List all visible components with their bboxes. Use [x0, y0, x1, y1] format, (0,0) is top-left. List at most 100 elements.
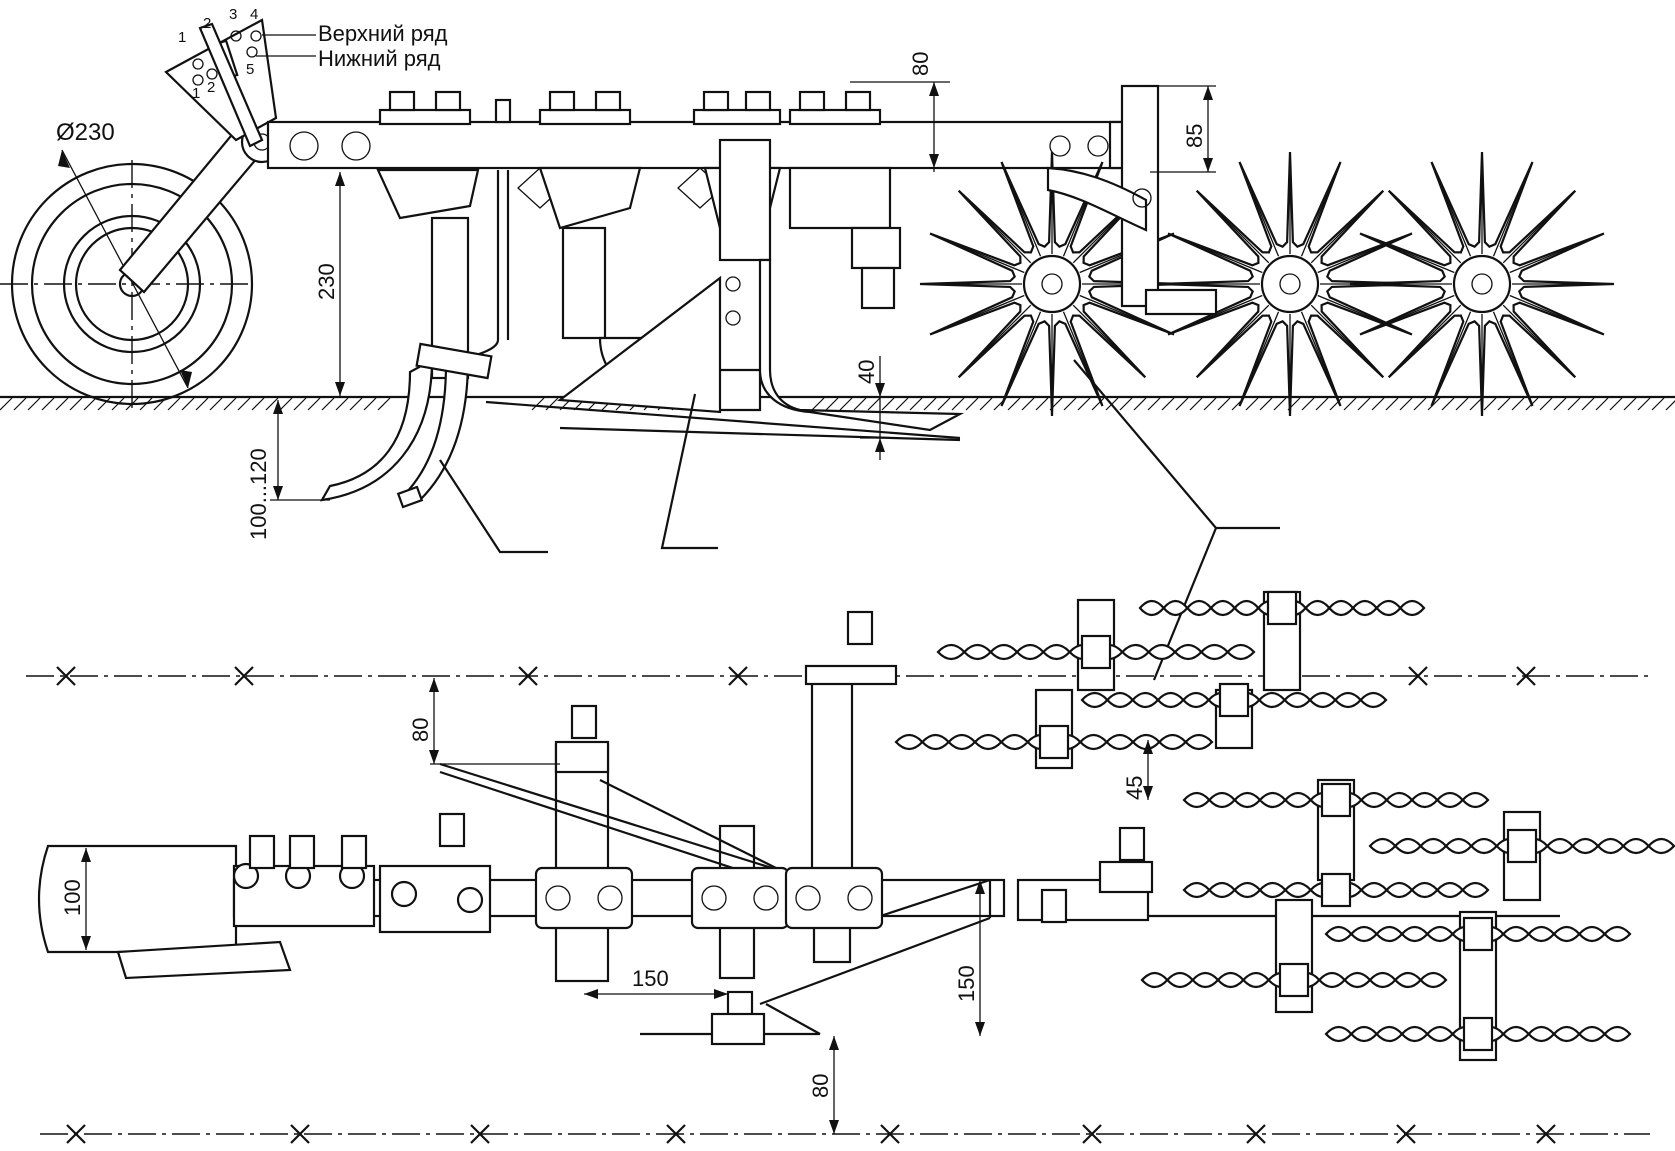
row-markers [56, 666, 1556, 1144]
row-marker [1246, 1124, 1266, 1144]
bolt [545, 885, 571, 911]
star-spoke [1410, 212, 1462, 264]
ground-hatch [1511, 397, 1525, 411]
clamp-nut [594, 90, 622, 112]
ground-hatch [1357, 397, 1371, 411]
adjustment-sector [164, 18, 278, 148]
upper-row-label: Верхний ряд [318, 21, 448, 46]
star-spoke [1300, 191, 1329, 257]
nut [570, 704, 598, 740]
ground-hatch [0, 397, 13, 411]
star-spoke [1072, 304, 1124, 356]
clamp-nut [798, 90, 826, 112]
clamp-nut [548, 90, 576, 112]
ground-hatch [97, 397, 111, 411]
clamp-nut [744, 90, 772, 112]
ground-hatch [853, 397, 867, 411]
plan-star-hub [1320, 782, 1352, 818]
star-axle [1041, 273, 1063, 295]
star-spoke [1218, 304, 1270, 356]
star-spoke [1492, 191, 1521, 257]
ground-hatch [349, 397, 363, 411]
dim-plan-offset-3: 80 [808, 1074, 833, 1098]
ground-hatch [167, 397, 181, 411]
ground-hatch [1539, 397, 1553, 411]
star-hub [1022, 254, 1082, 314]
hole-number-lower-5: 5 [246, 61, 254, 78]
star-spoke [1218, 212, 1270, 264]
ground-hatch [1259, 397, 1273, 411]
plan-star-hub [1462, 1016, 1494, 1052]
star-spoke [1013, 311, 1042, 377]
ground-hatch [1385, 397, 1399, 411]
wheel-arm [118, 120, 284, 294]
ground-hatch [1623, 397, 1637, 411]
ground-hatch [69, 397, 83, 411]
ground-hatch [1455, 397, 1469, 411]
ground-hatch [531, 397, 545, 411]
star-spoke [1389, 294, 1455, 323]
ground-hatch [1147, 397, 1161, 411]
plan-star-hub [1462, 916, 1494, 952]
plan-star-hub [1080, 634, 1112, 670]
star-spoke [1443, 191, 1472, 257]
bolt [390, 880, 418, 908]
ground-hatch [1203, 397, 1217, 411]
clamp-plate [538, 108, 632, 126]
ground-hatch [1665, 400, 1675, 411]
plan-clamp-bottom [710, 1012, 766, 1046]
clamp-plate [378, 108, 472, 126]
ground-hatch [979, 397, 993, 411]
ground-hatch [1651, 397, 1665, 411]
star-spoke [1317, 294, 1383, 323]
hole-number-upper-2: 2 [203, 15, 211, 32]
dim-clearance-top: 80 [908, 52, 933, 76]
ground-hatch [1553, 397, 1567, 411]
ground-hatch [923, 397, 937, 411]
plan-star-hub [1266, 590, 1298, 626]
ground-hatch [545, 397, 559, 411]
nut [340, 834, 368, 870]
ground-hatch [1371, 397, 1385, 411]
ground-line [0, 395, 1675, 411]
plan-star-hub [1506, 828, 1538, 864]
plan-star-hub [1218, 682, 1250, 718]
bolt [232, 862, 260, 890]
star-hub [1260, 254, 1320, 314]
ground-hatch [1497, 397, 1511, 411]
dim-plan-width: 100 [60, 879, 85, 916]
ground-hatch [1609, 397, 1623, 411]
star-spoke [1251, 191, 1280, 257]
ground-hatch [265, 397, 279, 411]
ground-hatch [867, 397, 881, 411]
plan-star-hub [1278, 962, 1310, 998]
ground-hatch [951, 397, 965, 411]
star-spoke [959, 294, 1025, 323]
side-view: 1 2 3 4 1 2 5 Верхний ряд Нижний ряд Ø23… [0, 6, 1675, 681]
plan-clamp-top [554, 740, 610, 774]
ground-hatch [1595, 397, 1609, 411]
nut [1040, 888, 1068, 924]
ground-hatch [1063, 397, 1077, 411]
row-marker [1516, 666, 1536, 686]
ground-hatch [1469, 397, 1483, 411]
dim-frame-height: 230 [314, 263, 339, 300]
star-spoke [1013, 191, 1042, 257]
ground-hatch [1133, 397, 1147, 411]
row-marker [1536, 1124, 1556, 1144]
row-marker [66, 1124, 86, 1144]
hole-numbers: 1 2 3 4 1 2 5 [178, 6, 258, 102]
ground-hatch [909, 397, 923, 411]
ground-hatch [1301, 397, 1315, 411]
clamp-nut [434, 90, 462, 112]
dim-blade-depth: 40 [854, 360, 879, 384]
star-spoke [1062, 311, 1091, 377]
ground-hatch [1091, 397, 1105, 411]
hole-number-lower-2: 2 [207, 79, 215, 96]
star-spoke [1310, 212, 1362, 264]
star-axle [1279, 273, 1301, 295]
ground-hatch [881, 397, 895, 411]
ground-hatch [1343, 397, 1357, 411]
row-labels: Верхний ряд Нижний ряд [256, 21, 448, 71]
